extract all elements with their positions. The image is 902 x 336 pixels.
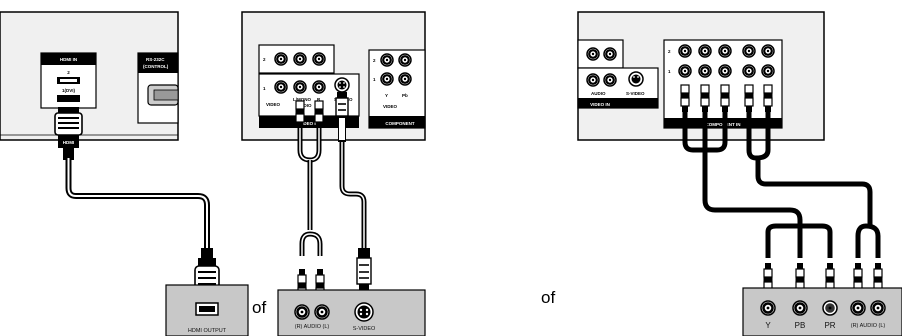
comp-y-label: Y [385, 93, 388, 98]
video-in-bar-right: VIDEO IN [590, 102, 610, 107]
component-audio-cable [746, 112, 881, 258]
hdmi-output-label: HDMI OUTPUT [188, 328, 227, 334]
pb-plug-bottom [794, 262, 806, 291]
comp1-y-jack[interactable] [677, 63, 693, 79]
comp2-y-jack[interactable] [677, 43, 693, 59]
audio-label-right: AUDIO [591, 91, 606, 96]
svideo-cable [339, 142, 367, 250]
source-audio-label-right: (R) AUDIO (L) [851, 323, 886, 329]
component-video-cable [682, 112, 833, 258]
panel-svideo: 2 1 VIDEO L/MONO AUDIO R S-VIDEO VIDEO I… [241, 11, 426, 336]
rs232-header: RS-232C [146, 57, 165, 62]
source-pr-label: PR [824, 321, 835, 330]
audio-in-1-jack[interactable] [602, 72, 618, 88]
r-label: R [317, 97, 321, 102]
audio-l-plug-bottom-right [872, 262, 884, 291]
video-in-bar: VIDEO IN [299, 121, 319, 126]
hdmi-cable-tag: HDMI [63, 140, 75, 145]
audio-cable [297, 128, 323, 256]
svideo-in-jack-right[interactable] [628, 71, 644, 87]
video-1-jack[interactable] [273, 79, 289, 95]
audio-l-1-jack[interactable] [292, 79, 308, 95]
comp1-audio-l-jack[interactable] [741, 63, 757, 79]
audio-l-2-jack[interactable] [292, 51, 308, 67]
rs232-sub: (CONTROL) [143, 64, 169, 69]
hdmi-cable [65, 158, 210, 250]
panel-component: AUDIO S-VIDEO VIDEO IN 2 1 COMPONENT IN [577, 11, 902, 336]
or-separator-1: of [252, 298, 266, 317]
lmono-label: L/MONO [293, 97, 311, 102]
video-2-jack[interactable] [273, 51, 289, 67]
svg-text:2: 2 [668, 49, 671, 54]
source-audio-l-jack[interactable] [313, 303, 331, 321]
comp2-audio-l-jack[interactable] [741, 43, 757, 59]
row-2-label: 2 [263, 57, 266, 62]
svideo-in-jack[interactable] [334, 77, 350, 93]
comp2-pr-jack[interactable] [717, 43, 733, 59]
svideo-plug-bottom [356, 248, 372, 294]
component-y-2-jack[interactable] [379, 52, 395, 68]
component-bar: COMPONENT [385, 121, 415, 126]
audio-r-1-jack[interactable] [311, 79, 327, 95]
comp1-pb-jack[interactable] [697, 63, 713, 79]
source-pb-label: PB [795, 321, 806, 330]
video-in-2-jack[interactable] [585, 46, 601, 62]
svg-text:1: 1 [668, 69, 671, 74]
svideo-plug-top [335, 92, 349, 142]
hdmi-port-2-label: 2 [67, 70, 70, 75]
source-svideo-jack[interactable] [354, 302, 374, 322]
svg-text:2: 2 [373, 58, 376, 63]
video-label: VIDEO [266, 102, 281, 107]
source-svideo-label: S-VIDEO [353, 326, 376, 332]
hdmi-cable-plug-top: HDMI [54, 107, 83, 160]
comp1-pr-jack[interactable] [717, 63, 733, 79]
audio-in-2-jack[interactable] [602, 46, 618, 62]
component-y-1-jack[interactable] [379, 71, 395, 87]
svg-text:1: 1 [373, 77, 376, 82]
source-audio-r-jack-right[interactable] [849, 299, 867, 317]
comp-pb-label: Pb [402, 93, 408, 98]
source-audio-label: (R) AUDIO (L) [295, 324, 330, 330]
comp2-pb-jack[interactable] [697, 43, 713, 59]
audio-r-plug-bottom-right [852, 262, 864, 291]
source-audio-r-jack[interactable] [293, 303, 311, 321]
hdmi-port-1[interactable] [57, 95, 80, 102]
y-plug-bottom [762, 262, 774, 291]
pr-plug-bottom [824, 262, 836, 291]
hdmi-port-1-label: 1(DVI) [62, 88, 76, 93]
source-y-jack[interactable] [759, 299, 777, 317]
source-pr-jack[interactable] [822, 300, 838, 316]
or-separator-2: of [541, 288, 555, 307]
source-pb-jack[interactable] [791, 299, 809, 317]
svideo-label-right: S-VIDEO [626, 91, 645, 96]
comp2-audio-r-jack[interactable] [760, 43, 776, 59]
component-pb-1-jack[interactable] [397, 71, 413, 87]
component-pb-2-jack[interactable] [397, 52, 413, 68]
source-audio-l-jack-right[interactable] [869, 299, 887, 317]
row-1-label: 1 [263, 86, 266, 91]
comp-video-label: VIDEO [383, 104, 398, 109]
source-y-label: Y [765, 321, 771, 330]
hdmi-in-header: HDMI IN [60, 57, 77, 62]
audio-r-2-jack[interactable] [311, 51, 327, 67]
panel-hdmi: HDMI IN 2 1(DVI) RS-232C (CONTROL) HDMI [0, 11, 249, 336]
comp1-audio-r-jack[interactable] [760, 63, 776, 79]
video-in-1-jack[interactable] [585, 72, 601, 88]
